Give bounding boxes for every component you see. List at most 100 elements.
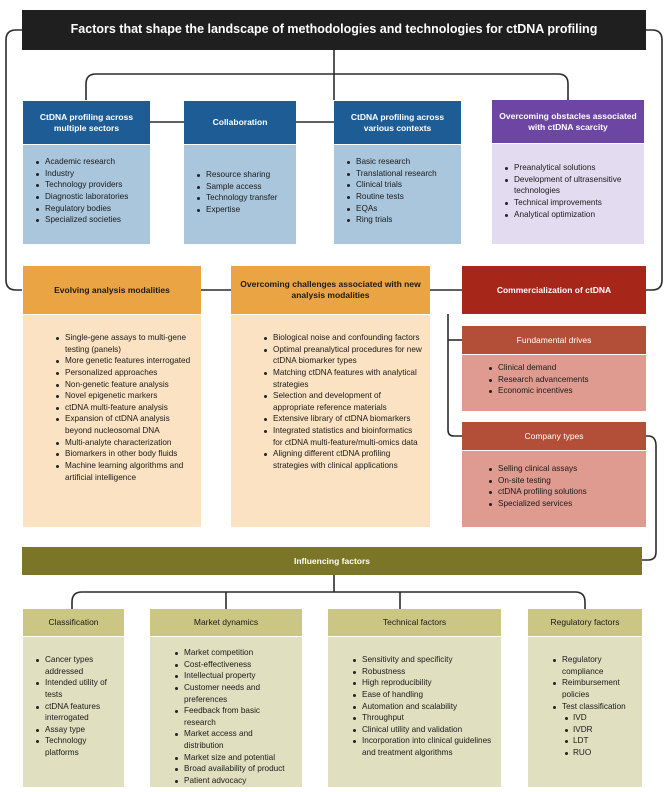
list-item: Technology transfer: [197, 192, 288, 204]
list-item: EQAs: [347, 203, 453, 215]
list-item: Assay type: [36, 724, 116, 736]
scarcity-header: Overcoming obstacles associated with ctD…: [492, 100, 644, 143]
collaboration-list: Resource sharing Sample access Technolog…: [194, 169, 288, 216]
list-item: Technology providers: [36, 179, 142, 191]
list-item: Integrated statistics and bioinformatics…: [264, 425, 422, 448]
page-title: Factors that shape the landscape of meth…: [70, 22, 598, 37]
list-item: Single-gene assays to multi-gene testing…: [56, 332, 193, 355]
list-item: Expertise: [197, 204, 288, 216]
list-item: Clinical demand: [489, 362, 638, 374]
left-outer-line: [5, 29, 22, 291]
right-outer-line: [646, 29, 663, 291]
list-item: Intended utility of tests: [36, 677, 116, 700]
list-item: Customer needs and preferences: [175, 682, 294, 705]
market-list: Market competition Cost-effectiveness In…: [172, 647, 294, 787]
list-item: Test classification: [553, 701, 634, 713]
list-item: ctDNA profiling solutions: [489, 486, 638, 498]
regulatory-header: Regulatory factors: [528, 609, 642, 636]
list-item: ctDNA features interrogated: [36, 701, 116, 724]
regulatory-body: Regulatory compliance Reimbursement poli…: [528, 637, 642, 787]
list-item: On-site testing: [489, 475, 638, 487]
list-item: Multi-analyte characterization: [56, 437, 193, 449]
list-item: Non-genetic feature analysis: [56, 379, 193, 391]
list-item: Development of ultrasensitive technologi…: [505, 174, 636, 197]
list-item: Technical improvements: [505, 197, 636, 209]
drives-header: Fundamental drives: [462, 326, 646, 354]
list-item: Industry: [36, 168, 142, 180]
list-item: Intellectual property: [175, 670, 294, 682]
contexts-body: Basic research Translational research Cl…: [334, 145, 461, 244]
list-subitem: IVDR: [565, 724, 634, 736]
list-item: Sample access: [197, 181, 288, 193]
company-types-header: Company types: [462, 422, 646, 450]
sectors-list: Academic research Industry Technology pr…: [33, 156, 142, 226]
classification-list: Cancer types addressed Intended utility …: [33, 654, 116, 759]
list-item: High reproducibility: [353, 677, 493, 689]
influencing-bar: Influencing factors: [22, 547, 642, 575]
list-subitem: IVD: [565, 712, 634, 724]
list-subitem: RUO: [565, 747, 634, 759]
list-item: Selling clinical assays: [489, 463, 638, 475]
scarcity-list: Preanalytical solutions Development of u…: [502, 162, 636, 220]
drives-body: Clinical demand Research advancements Ec…: [462, 355, 646, 411]
list-item: Market competition: [175, 647, 294, 659]
list-item: Broad availability of product: [175, 763, 294, 775]
market-header: Market dynamics: [150, 609, 302, 636]
list-item: Feedback from basic research: [175, 705, 294, 728]
list-item: Matching ctDNA features with analytical …: [264, 367, 422, 390]
scarcity-body: Preanalytical solutions Development of u…: [492, 144, 644, 244]
regulatory-list: Regulatory compliance Reimbursement poli…: [550, 654, 634, 759]
list-item: Resource sharing: [197, 169, 288, 181]
title-bar: Factors that shape the landscape of meth…: [22, 10, 646, 50]
list-item: Automation and scalability: [353, 701, 493, 713]
list-item: Analytical optimization: [505, 209, 636, 221]
list-item: Diagnostic laboratories: [36, 191, 142, 203]
modalities-header: Evolving analysis modalities: [23, 266, 201, 314]
list-item: Regulatory bodies: [36, 203, 142, 215]
list-item: Throughput: [353, 712, 493, 724]
list-item: Novel epigenetic markers: [56, 390, 193, 402]
list-subitem: LDT: [565, 735, 634, 747]
list-item: Aligning different ctDNA profiling strat…: [264, 448, 422, 471]
technical-header: Technical factors: [328, 609, 501, 636]
list-item: Routine tests: [347, 191, 453, 203]
list-item: Cost-effectiveness: [175, 659, 294, 671]
challenges-body: Biological noise and confounding factors…: [231, 315, 430, 527]
list-item: Sensitivity and specificity: [353, 654, 493, 666]
list-item: Incorporation into clinical guidelines a…: [353, 736, 492, 758]
list-item: Expansion of ctDNA analysis beyond nucle…: [56, 413, 193, 436]
market-body: Market competition Cost-effectiveness In…: [150, 637, 302, 787]
list-item: Economic incentives: [489, 385, 638, 397]
list-item: Technology platforms: [36, 735, 116, 758]
list-item: ctDNA multi-feature analysis: [56, 402, 193, 414]
company-types-body: Selling clinical assays On-site testing …: [462, 451, 646, 527]
list-item: Translational research: [347, 168, 453, 180]
list-item: Clinical trials: [347, 179, 453, 191]
list-item: Market access and distribution: [175, 728, 294, 751]
collaboration-body: Resource sharing Sample access Technolog…: [184, 145, 296, 244]
modalities-body: Single-gene assays to multi-gene testing…: [23, 315, 201, 527]
collaboration-header: Collaboration: [184, 101, 296, 144]
company-types-list: Selling clinical assays On-site testing …: [486, 463, 638, 510]
title-branch-line: [85, 73, 569, 100]
list-item: Specialized societies: [36, 214, 142, 226]
list-item: Biomarkers in other body fluids: [56, 448, 193, 460]
classification-body: Cancer types addressed Intended utility …: [23, 637, 124, 787]
list-item: Biological noise and confounding factors: [264, 332, 422, 344]
list-item: Preanalytical solutions: [505, 162, 636, 174]
list-item: Selection and development of appropriate…: [264, 390, 422, 413]
list-item: Extensive library of ctDNA biomarkers: [264, 413, 422, 425]
list-item: Cancer types addressed: [36, 654, 116, 677]
technical-list: Sensitivity and specificity Robustness H…: [350, 654, 493, 759]
list-item: Optimal preanalytical procedures for new…: [264, 344, 422, 366]
sectors-body: Academic research Industry Technology pr…: [23, 145, 150, 244]
contexts-header: CtDNA profiling across various contexts: [334, 101, 461, 144]
list-item: More genetic features interrogated: [56, 355, 193, 367]
list-item: Personalized approaches: [56, 367, 193, 379]
list-item: Ring trials: [347, 214, 453, 226]
commercialization-header: Commercialization of ctDNA: [462, 266, 646, 314]
list-item: Specialized services: [489, 498, 638, 510]
list-item: Machine learning algorithms and artifici…: [56, 460, 193, 483]
bottom-branch-line: [71, 591, 586, 609]
